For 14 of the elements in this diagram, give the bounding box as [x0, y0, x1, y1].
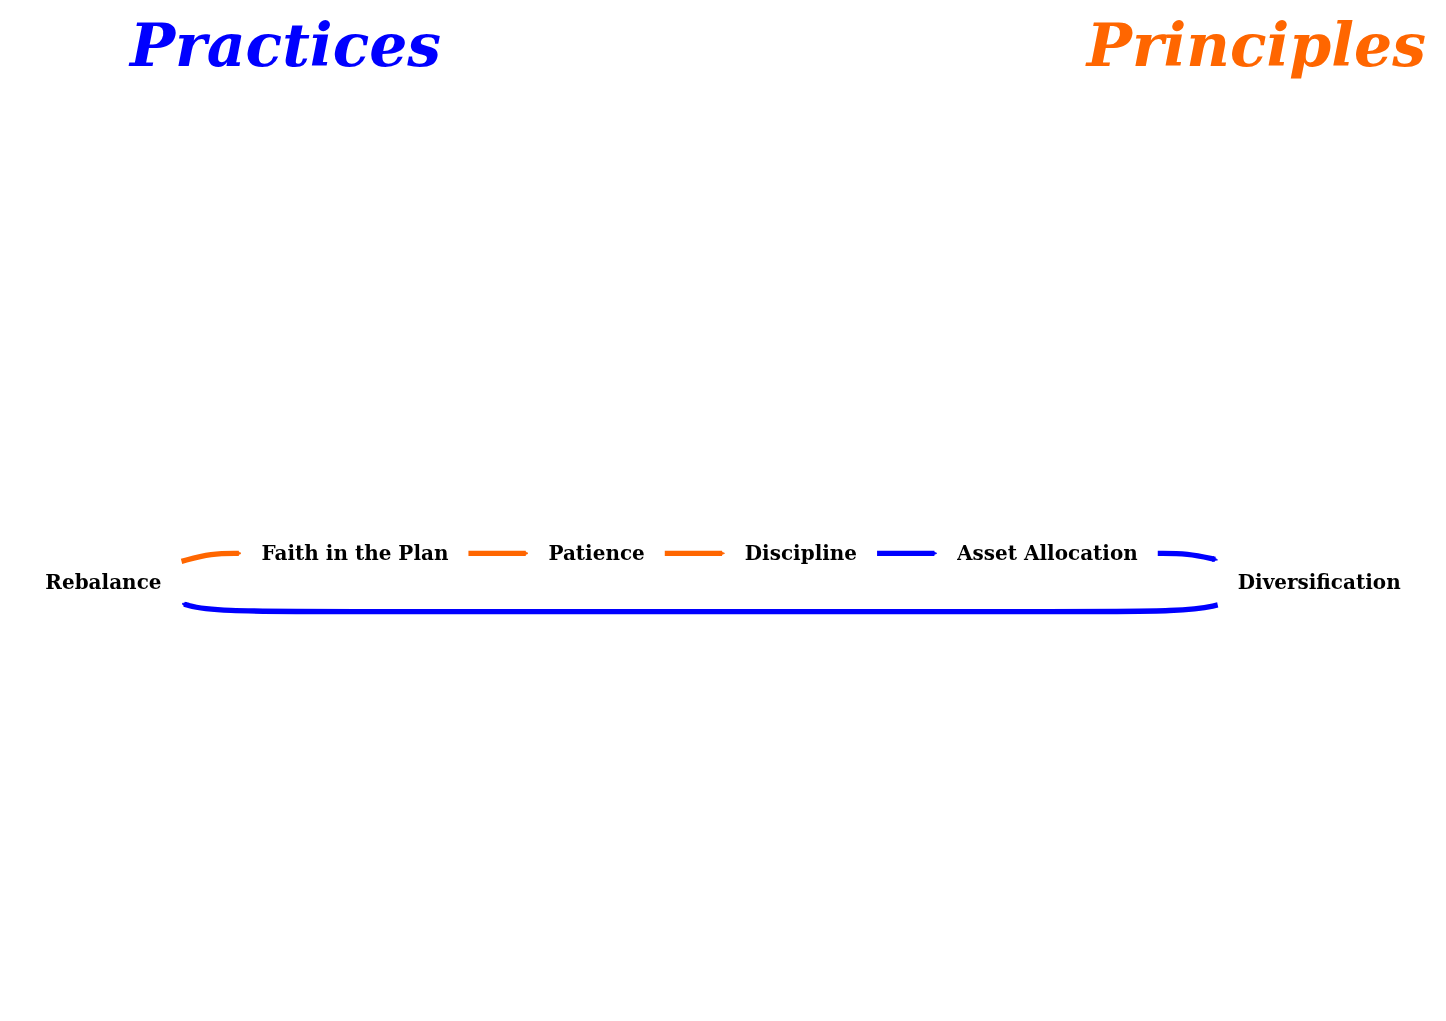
- arrow: [468, 550, 529, 557]
- node-text: Discipline: [744, 541, 858, 565]
- node-text: Asset Allocation: [957, 541, 1138, 565]
- arrow: [180, 550, 242, 564]
- node-text: Patience: [548, 541, 645, 565]
- node-text: Rebalance: [45, 570, 162, 595]
- arrow: [181, 601, 1219, 615]
- arrow: [1157, 550, 1218, 563]
- arrow: [877, 550, 938, 557]
- arrow: [664, 550, 725, 557]
- node-text: Faith in the Plan: [261, 541, 449, 565]
- heading: Practices: [130, 10, 442, 80]
- heading: Principles: [1086, 10, 1426, 80]
- node-text: Diversification: [1237, 570, 1401, 595]
